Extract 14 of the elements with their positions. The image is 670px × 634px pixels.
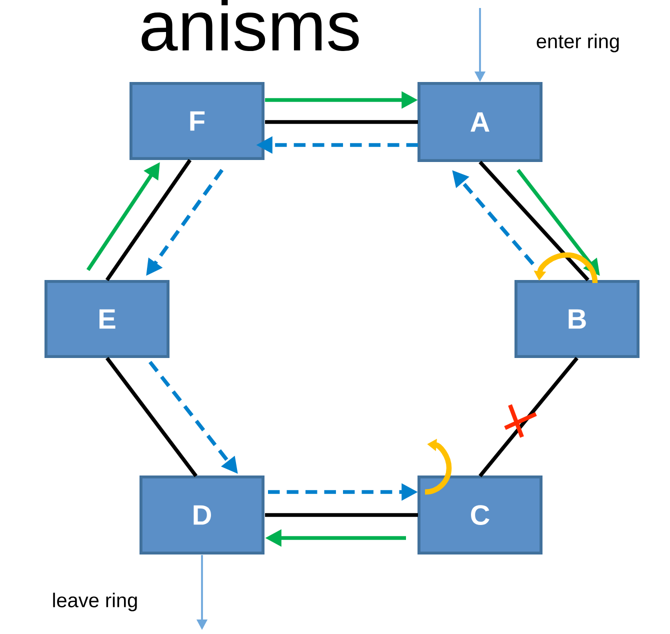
ring-node-box: E <box>44 280 170 358</box>
ring-node-box: C <box>418 476 542 554</box>
connector-line <box>478 356 578 478</box>
ring-node-box: A <box>418 82 542 162</box>
connector-line <box>478 160 590 282</box>
connector-line <box>265 120 418 124</box>
ring-node-box: B <box>514 280 640 358</box>
ring-node-box: D <box>140 476 264 554</box>
flow-label: enter ring <box>536 34 619 52</box>
ring-node-box: F <box>130 82 264 160</box>
flow-label: leave ring <box>53 592 137 612</box>
connector-line <box>105 158 192 282</box>
connector-line <box>106 356 198 478</box>
connector-line <box>265 513 418 517</box>
